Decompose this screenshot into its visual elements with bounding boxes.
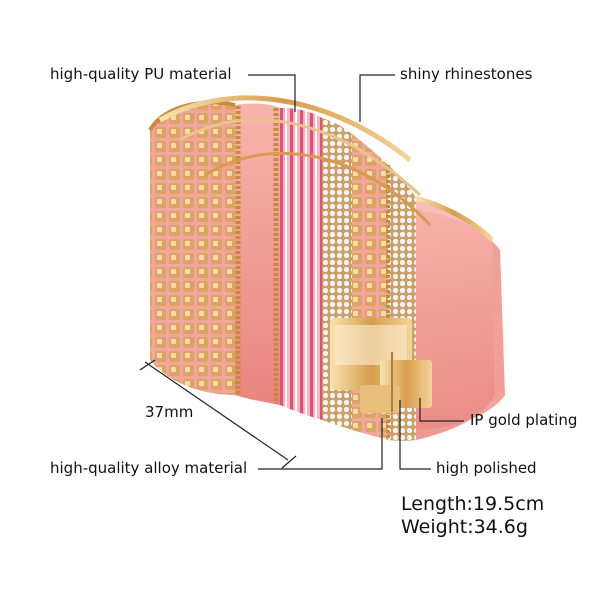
bracelet-bands [148,95,495,441]
gold-clasp [330,318,432,413]
annotation-rhinestones: shiny rhinestones [400,65,533,83]
annotation-ip-plating: IP gold plating [470,411,578,429]
annotation-alloy-material: high-quality alloy material [50,459,248,477]
annotation-lines [139,74,464,470]
annotation-pu-material: high-quality PU material [50,65,232,83]
annotation-polished: high polished [436,459,537,477]
spec-length: Length:19.5cm [401,493,545,515]
spec-weight: Weight:34.6g [401,516,528,538]
annotation-width: 37mm [145,403,194,421]
